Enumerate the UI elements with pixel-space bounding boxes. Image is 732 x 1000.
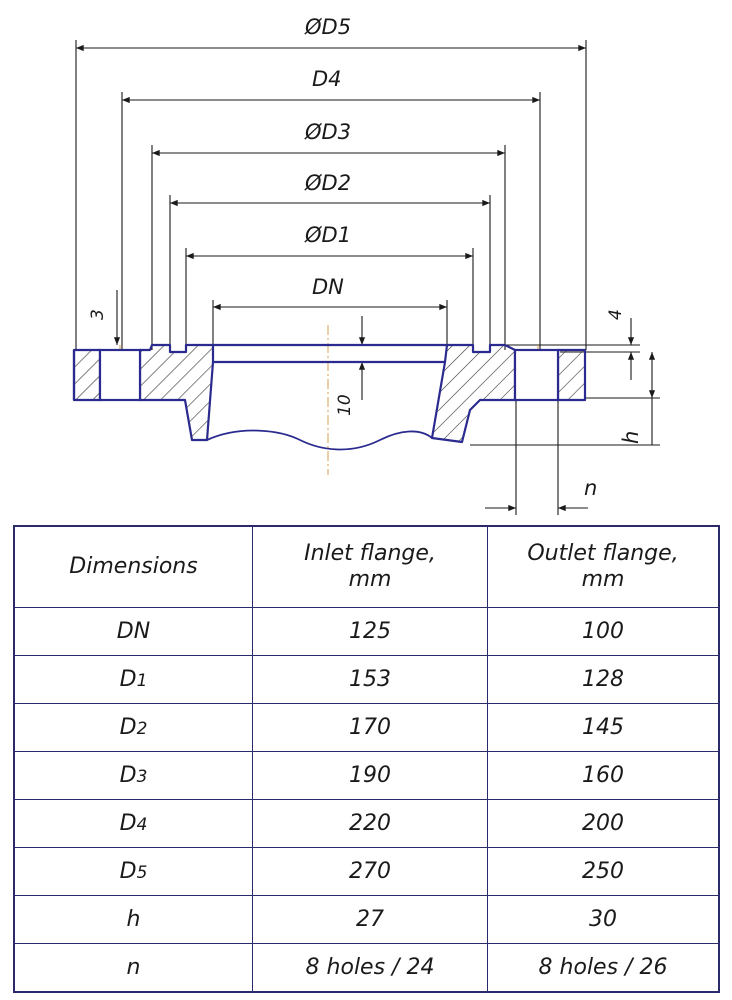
row-symbol: D3 <box>13 751 253 800</box>
inlet-value: 220 <box>252 799 488 848</box>
row-symbol: n <box>13 943 253 993</box>
outlet-value: 145 <box>487 703 720 752</box>
left-ring-section <box>72 348 102 402</box>
header-inlet: Inlet flange,mm <box>252 525 488 608</box>
outlet-value: 100 <box>487 607 720 656</box>
header-outlet-line2: mm <box>581 567 625 592</box>
header-dimensions: Dimensions <box>13 525 253 608</box>
bore-outline <box>72 343 447 451</box>
inlet-value: 270 <box>252 847 488 896</box>
bore-depth-label: 10 <box>335 394 355 416</box>
row-symbol: D4 <box>13 799 253 848</box>
row-symbol: D5 <box>13 847 253 896</box>
dn-label: DN <box>312 275 344 299</box>
inlet-value: 125 <box>252 607 488 656</box>
d3-label: ØD3 <box>304 120 351 144</box>
header-outlet-line1: Outlet flange, <box>527 541 679 566</box>
d2-label: ØD2 <box>304 171 351 195</box>
outlet-value: 160 <box>487 751 720 800</box>
step-left-label: 3 <box>88 309 108 320</box>
outlet-value: 250 <box>487 847 720 896</box>
flange-drawing: ØD5 D4 ØD3 ØD2 ØD1 DN 3 4 10 h n <box>72 15 660 515</box>
flange-section <box>72 343 587 444</box>
right-ring-section <box>556 348 587 402</box>
dimensions-table: Dimensions Inlet flange,mm Outlet flange… <box>13 525 720 993</box>
bolt-holes <box>98 348 560 402</box>
left-hub-section <box>138 343 215 442</box>
d1-label: ØD1 <box>304 223 351 247</box>
inlet-value: 153 <box>252 655 488 704</box>
dimension-lines <box>76 44 656 512</box>
left-bolt-hole <box>98 348 142 402</box>
outlet-value: 30 <box>487 895 720 944</box>
inlet-value: 190 <box>252 751 488 800</box>
step-right-label: 4 <box>606 309 626 320</box>
outlet-value: 200 <box>487 799 720 848</box>
header-inlet-line2: mm <box>348 567 392 592</box>
d4-label: D4 <box>312 67 342 91</box>
inlet-value: 27 <box>252 895 488 944</box>
d5-label: ØD5 <box>304 15 351 39</box>
pipe-break-line <box>206 429 433 451</box>
hole-label: n <box>584 476 597 500</box>
outlet-value: 128 <box>487 655 720 704</box>
extension-lines <box>75 40 660 515</box>
height-label: h <box>619 431 643 444</box>
right-hub-section <box>430 343 517 444</box>
row-symbol: D2 <box>13 703 253 752</box>
table-header-row: Dimensions Inlet flange,mm Outlet flange… <box>13 525 720 608</box>
header-outlet: Outlet flange,mm <box>487 525 720 608</box>
right-bolt-hole <box>513 348 560 402</box>
inlet-value: 8 holes / 24 <box>252 943 488 993</box>
header-inlet-line1: Inlet flange, <box>304 541 436 566</box>
row-symbol: D1 <box>13 655 253 704</box>
row-symbol: DN <box>13 607 253 656</box>
outlet-value: 8 holes / 26 <box>487 943 720 993</box>
inlet-value: 170 <box>252 703 488 752</box>
row-symbol: h <box>13 895 253 944</box>
